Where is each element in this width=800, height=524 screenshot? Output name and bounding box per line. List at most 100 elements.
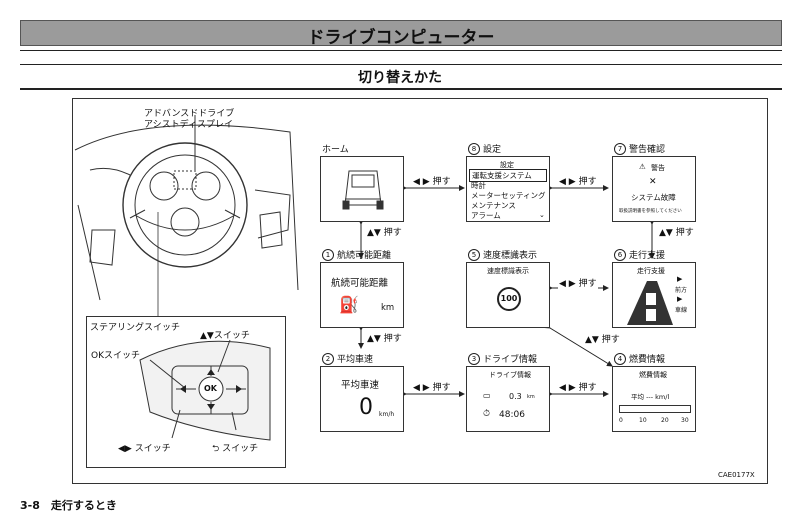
fuel-scale: 10 (639, 417, 647, 424)
system-fault-text: システム故障 (631, 193, 676, 202)
warning-title: 警告 (651, 164, 665, 172)
arrow-label: ◀ ▶ 押す (412, 380, 452, 393)
trip-time: 48:06 (499, 410, 525, 420)
range-unit: km (381, 303, 395, 313)
fuel-scale: 0 (619, 417, 623, 424)
sign-title: 速度標識表示 (487, 267, 529, 275)
screen-home (320, 156, 404, 222)
screen-label-text: 走行支援 (629, 251, 666, 261)
arrow-label: ◀ ▶ 押す (558, 276, 598, 289)
ok-button-text: OK (204, 384, 217, 393)
fuel-scale: 20 (661, 417, 669, 424)
number-badge: 2 (322, 353, 334, 365)
screen-drive-assist: 走行支援 ▶ 前方 ▶ 車線 (612, 262, 696, 328)
back-switch-label: ⮌ スイッチ (212, 444, 259, 454)
display-label-line1: アドバンスドドライブ (144, 109, 235, 119)
screen-avg-speed: 平均車速 0 km/h (320, 366, 404, 432)
settings-item: 運転支援システム (469, 169, 547, 182)
display-label-line2: アシストディスプレイ (144, 120, 234, 130)
screen-label-text: 燃費情報 (629, 355, 666, 365)
settings-item: アラーム (471, 211, 501, 220)
screen-label-text: 航続可能距離 (337, 251, 392, 261)
arrow-label: ◀ ▶ 押す (412, 174, 452, 187)
settings-item: 時計 (471, 181, 486, 190)
screen-label-home: ホーム (322, 145, 349, 155)
trip-icon: ▭ (483, 391, 491, 400)
front-assist-icon: ▶ (677, 275, 683, 283)
chevron-down-icon: ⌄ (539, 211, 545, 219)
leftright-switch-label: ◀▶ スイッチ (118, 444, 171, 454)
fuel-title: 燃費情報 (639, 371, 667, 379)
number-badge: 6 (614, 249, 626, 261)
screen-label-text: ドライブ情報 (483, 355, 538, 365)
range-title: 航続可能距離 (331, 278, 389, 289)
screen-label-text: 平均車速 (337, 355, 374, 365)
fuel-average: 平均 --- km/l (631, 393, 670, 401)
number-badge: 5 (468, 249, 480, 261)
page-title: ドライブコンピューター (307, 28, 495, 48)
arrow-label: ▲▼ 押す (584, 332, 621, 345)
arrow-label: ▲▼ 押す (366, 331, 403, 344)
page-footer: 3-8 走行するとき (20, 499, 117, 512)
arrow-label: ▲▼ 押す (366, 225, 403, 238)
warning-icon: ⚠ (639, 162, 646, 171)
screen-drive-info: ドライブ情報 ▭ 0.3 km ⏱ 48:06 (466, 366, 550, 432)
divider (20, 50, 782, 51)
arrow-label: ◀ ▶ 押す (558, 380, 598, 393)
updown-switch-label: ▲▼スイッチ (200, 331, 250, 341)
lane-label: 車線 (675, 307, 688, 314)
arrow-label: ▲▼ 押す (658, 225, 695, 238)
steering-switch-label: ステアリングスイッチ (90, 323, 181, 333)
number-badge: 8 (468, 143, 480, 155)
screen-label-text: 速度標識表示 (483, 251, 538, 261)
divider (20, 88, 782, 90)
drive-info-title: ドライブ情報 (489, 371, 531, 379)
screen-label-text: 設定 (483, 145, 502, 155)
number-badge: 4 (614, 353, 626, 365)
fuel-bar (619, 405, 691, 413)
front-label: 前方 (675, 287, 688, 294)
screen-warning: ⚠ 警告 ✕ システム故障 取扱説明書を参照してください (612, 156, 696, 222)
drive-assist-title: 走行支援 (637, 267, 665, 275)
title-bar: ドライブコンピューター (20, 20, 782, 48)
avg-speed-title: 平均車速 (341, 380, 380, 391)
system-fault-icon: ✕ (649, 177, 657, 187)
divider (20, 64, 782, 65)
arrow-label: ◀ ▶ 押す (558, 174, 598, 187)
screen-range: 航続可能距離 ⛽ km (320, 262, 404, 328)
car-icon (342, 170, 384, 210)
warning-note: 取扱説明書を参照してください (619, 209, 682, 214)
avg-speed-unit: km/h (379, 411, 395, 418)
lane-icon (627, 281, 673, 325)
screen-fuel: 燃費情報 平均 --- km/l 0 10 20 30 (612, 366, 696, 432)
number-badge: 3 (468, 353, 480, 365)
avg-speed-value: 0 (359, 395, 373, 420)
timer-icon: ⏱ (483, 409, 491, 419)
number-badge: 1 (322, 249, 334, 261)
trip-distance-unit: km (527, 394, 535, 400)
screen-label-text: 警告確認 (629, 145, 666, 155)
ok-switch-label: OKスイッチ (91, 351, 140, 361)
settings-menu-title: 設定 (500, 161, 514, 169)
settings-item: メンテナンス (471, 201, 516, 210)
number-badge: 7 (614, 143, 626, 155)
speed-sign-icon: 100 (497, 287, 521, 311)
settings-item: メーターセッティング (471, 191, 546, 200)
screen-settings: 設定 運転支援システム 時計 メーターセッティング メンテナンス アラーム ⌄ (466, 156, 550, 222)
section-title: 切り替えかた (358, 70, 442, 86)
diagram-frame (72, 98, 768, 484)
fuel-scale: 30 (681, 417, 689, 424)
fuel-pump-icon: ⛽ (339, 295, 359, 314)
figure-code: CAE0177X (718, 471, 755, 479)
screen-sign: 速度標識表示 100 (466, 262, 550, 328)
